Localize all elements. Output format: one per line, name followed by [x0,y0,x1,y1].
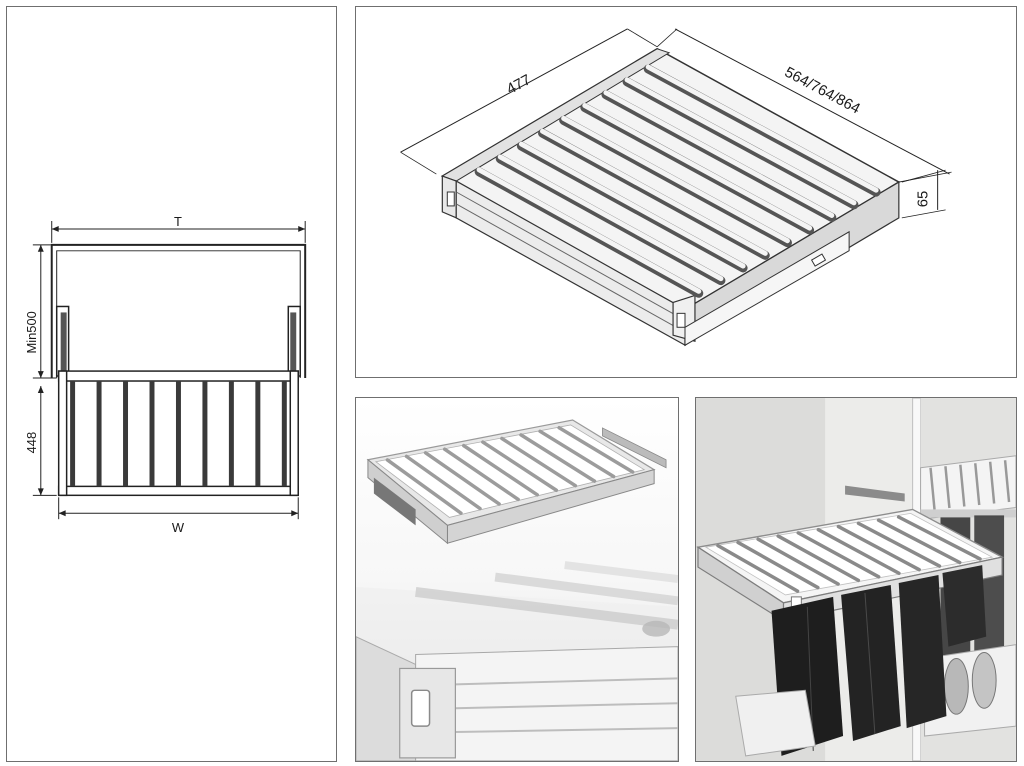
small-rack-rod [519,433,597,483]
installed-wardrobe-illustration [696,398,1016,761]
iso-rod-highlight [540,128,768,256]
length-dimension-line [674,28,950,175]
iso-rod-highlight [582,103,813,231]
iso-rod-highlight [603,90,835,218]
product-photo-panel [355,397,679,762]
small-rack-rod [385,458,463,515]
rack-top-rail [57,370,299,382]
small-rack-rod [404,454,482,511]
runner-release-clip [810,253,827,267]
front-rail [96,381,102,487]
isometric-panel: 477 564/764/864 65 [355,6,1017,378]
front-rails-group [70,381,287,487]
iso-rod-highlight [518,141,746,269]
front-view-drawing: T Min500 448 W [24,214,307,535]
depth-dimension-line [400,28,628,153]
iso-rod-highlight [476,167,702,294]
small-rack-rod [557,426,635,474]
front-rail [281,381,287,487]
right-bracket-runner [290,312,297,373]
small-rack-rod [461,443,540,497]
slide-runner [684,230,850,347]
main-rack-rod [796,531,881,579]
iso-rod-highlight [645,64,879,193]
front-rail [228,381,234,487]
front-rail [123,381,129,487]
small-rack-rod [481,440,559,492]
cabinet-inner-outline [56,250,301,379]
rack-left-post [57,370,68,497]
main-rack-rod [876,518,962,565]
main-rack-rod [816,527,901,575]
small-rack-side [367,458,448,545]
main-rack-rod [736,540,820,590]
front-rail [70,381,76,487]
main-rack-rod [756,537,840,586]
main-rack-rod [836,524,921,572]
front-rail [202,381,208,487]
main-rack-rods [716,515,982,593]
main-rack-rod [776,534,861,583]
product-closeup-illustration [356,398,678,761]
iso-rod-highlight [561,115,790,244]
iso-rod-highlight [497,154,724,282]
right-bay-rods [929,460,1011,510]
depth-label: 477 [504,72,533,98]
front-corner-clip [676,312,686,328]
main-rack-rod [896,515,982,561]
right-bay-rod [959,464,966,507]
rods-group [474,64,881,298]
right-bay-rod [974,463,981,506]
small-rack-rod [442,447,520,502]
left-bracket-runner [60,312,67,373]
main-rack-rod [716,543,800,593]
rack-bottom-rail [57,485,299,497]
small-rack-rear-runner [602,427,667,469]
isometric-drawing: 477 564/764/864 65 [400,28,952,347]
width-top-label: T [174,214,182,229]
main-rack-rod [856,521,942,568]
small-rack-rods [385,426,635,515]
wardrobe-photo-panel [695,397,1017,762]
small-rack-rod [423,451,501,506]
front-rail [149,381,155,487]
left-runner-bracket [845,485,905,502]
width-bottom-label: W [172,520,185,535]
right-bay-rod [1003,460,1011,503]
right-bay-rod [929,467,936,510]
height-label: 65 [916,191,932,208]
small-rack-rod [538,429,616,479]
height-label: 448 [24,432,39,454]
front-rail [255,381,261,487]
rack-right-post [289,370,299,497]
hanging-trousers [771,565,987,756]
left-corner-clip [446,191,455,207]
depth-label: Min500 [24,311,39,353]
cabinet-outline [50,243,307,379]
small-rack-runner [373,477,416,526]
front-rail [175,381,181,487]
right-bay-rod [988,461,996,504]
small-rack-rod [500,436,578,488]
front-view-panel: T Min500 448 W [6,6,337,762]
closeup-clip [410,689,431,727]
iso-rod-highlight [624,77,857,206]
length-label: 564/764/864 [782,64,863,117]
right-bay-rod [944,466,951,509]
